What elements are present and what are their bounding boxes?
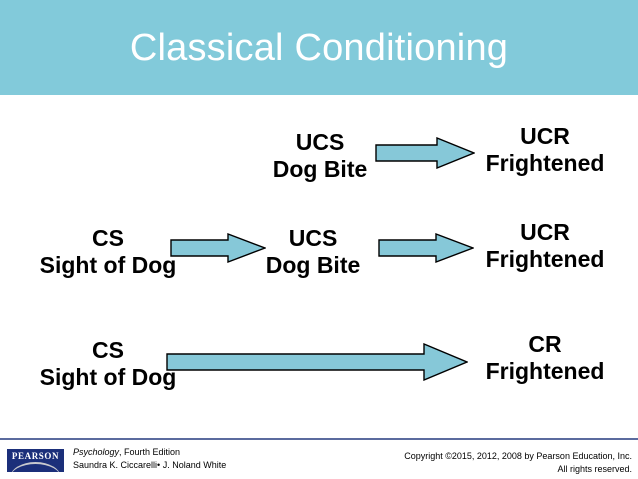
node-desc: Frightened — [485, 150, 605, 177]
node-desc: Sight of Dog — [39, 364, 177, 391]
pearson-wordmark: PEARSON — [11, 451, 60, 461]
copyright-line-1: Copyright ©2015, 2012, 2008 by Pearson E… — [404, 451, 632, 461]
node-abbr: UCS — [295, 129, 345, 155]
book-edition: , Fourth Edition — [119, 447, 181, 457]
node-desc: Frightened — [485, 246, 605, 273]
node-cr-frightened: CR Frightened — [452, 331, 638, 385]
node-desc: Dog Bite — [272, 156, 368, 183]
node-desc: Sight of Dog — [39, 252, 177, 279]
diagram-row-pairing-phase: CS Sight of Dog UCS Dog Bite UCR Frighte… — [0, 211, 638, 303]
diagram-row-unconditioned-reflex: UCS Dog Bite UCR Frightened — [0, 111, 638, 203]
node-abbr: CS — [92, 337, 124, 363]
book-title-line: Psychology, Fourth Edition — [73, 446, 226, 459]
slide-header-band: Classical Conditioning — [0, 0, 638, 95]
book-title: Psychology — [73, 447, 120, 457]
arrow-right-icon — [375, 137, 475, 169]
node-abbr: CS — [92, 225, 124, 251]
arrow-right-icon — [378, 233, 474, 263]
page-title: Classical Conditioning — [129, 27, 509, 69]
arrow-right-icon — [170, 233, 266, 263]
pearson-swoosh-icon — [10, 462, 61, 472]
classical-conditioning-diagram: UCS Dog Bite UCR Frightened CS Sight of … — [0, 95, 638, 435]
node-desc: Dog Bite — [265, 252, 361, 279]
book-authors: Saundra K. Ciccarelli• J. Noland White — [73, 460, 227, 470]
footer-divider — [0, 438, 638, 440]
node-abbr: UCR — [520, 123, 570, 149]
node-abbr: UCS — [288, 225, 338, 251]
node-cs-sight-of-dog: CS Sight of Dog — [2, 337, 214, 391]
copyright-notice: Copyright ©2015, 2012, 2008 by Pearson E… — [404, 450, 632, 476]
diagram-row-conditioned-response: CS Sight of Dog CR Frightened — [0, 321, 638, 413]
node-abbr: UCR — [520, 219, 570, 245]
node-cs-sight-of-dog: CS Sight of Dog — [2, 225, 214, 279]
node-ucr-frightened: UCR Frightened — [452, 219, 638, 273]
node-ucr-frightened: UCR Frightened — [452, 123, 638, 177]
node-abbr: CR — [528, 331, 562, 357]
slide-footer: PEARSON Psychology, Fourth Edition Saund… — [0, 444, 638, 479]
pearson-logo: PEARSON — [7, 449, 64, 472]
book-attribution: Psychology, Fourth Edition Saundra K. Ci… — [73, 446, 226, 472]
node-ucs-dog-bite: UCS Dog Bite — [245, 129, 395, 183]
copyright-line-2: All rights reserved. — [557, 464, 632, 474]
node-ucs-dog-bite: UCS Dog Bite — [232, 225, 394, 279]
arrow-right-long-icon — [166, 343, 468, 381]
node-desc: Frightened — [485, 358, 605, 385]
